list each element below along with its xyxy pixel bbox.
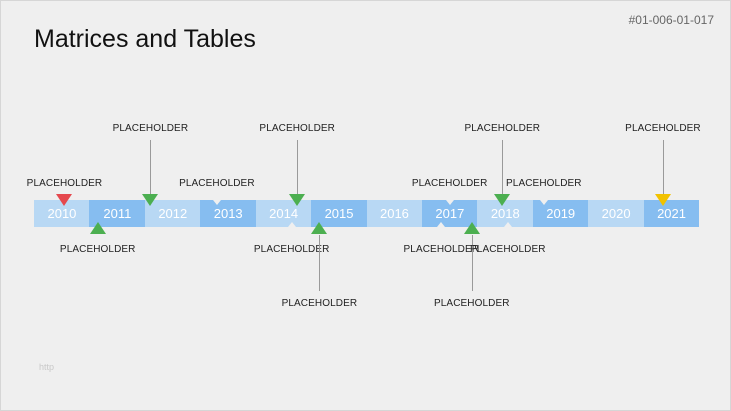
event-marker-2012-2 [142,194,159,206]
event-notch-2019-12 [539,200,548,205]
event-notch-2013-3 [212,200,221,205]
year-segment-2013: 2013 [200,200,257,227]
event-marker-2018-10 [494,194,511,206]
event-marker-2014-4 [289,194,306,206]
leader-line [297,140,299,194]
leader-line [471,235,473,291]
leader-line [502,140,504,194]
event-label: PLACEHOLDER [259,123,336,134]
event-marker-2017-9 [463,222,480,234]
event-marker-2011-1 [89,222,106,234]
leader-line [150,140,152,194]
footer-text: http [39,362,55,372]
event-notch-2017-7 [445,200,454,205]
event-label: PLACEHOLDER [112,123,189,134]
event-label: PLACEHOLDER [470,244,546,255]
event-label: PLACEHOLDER [464,123,541,134]
event-label: PLACEHOLDER [433,298,510,309]
event-label: PLACEHOLDER [281,298,358,309]
event-notch-2018-11 [503,222,512,227]
leader-line [662,140,664,194]
slide-id: #01-006-01-017 [628,13,714,27]
slide-title: Matrices and Tables [34,25,256,53]
event-label: PLACEHOLDER [625,123,701,134]
event-label: PLACEHOLDER [179,178,255,189]
event-marker-2021-13 [654,194,671,206]
event-label: PLACEHOLDER [403,244,480,255]
year-segment-2020: 2020 [588,200,645,227]
leader-line [319,235,321,291]
event-label: PLACEHOLDER [506,178,582,189]
event-notch-2017-8 [437,222,446,227]
year-segment-2012: 2012 [144,200,201,227]
year-segment-2018: 2018 [477,200,534,227]
year-segment-2016: 2016 [366,200,423,227]
event-notch-2014-5 [287,222,296,227]
event-label: PLACEHOLDER [253,244,330,255]
event-label: PLACEHOLDER [59,244,136,255]
year-segment-2021: 2021 [643,200,700,227]
event-marker-2015-6 [311,222,328,234]
event-marker-2010-0 [56,194,73,206]
event-label: PLACEHOLDER [26,178,103,189]
event-label: PLACEHOLDER [411,178,488,189]
